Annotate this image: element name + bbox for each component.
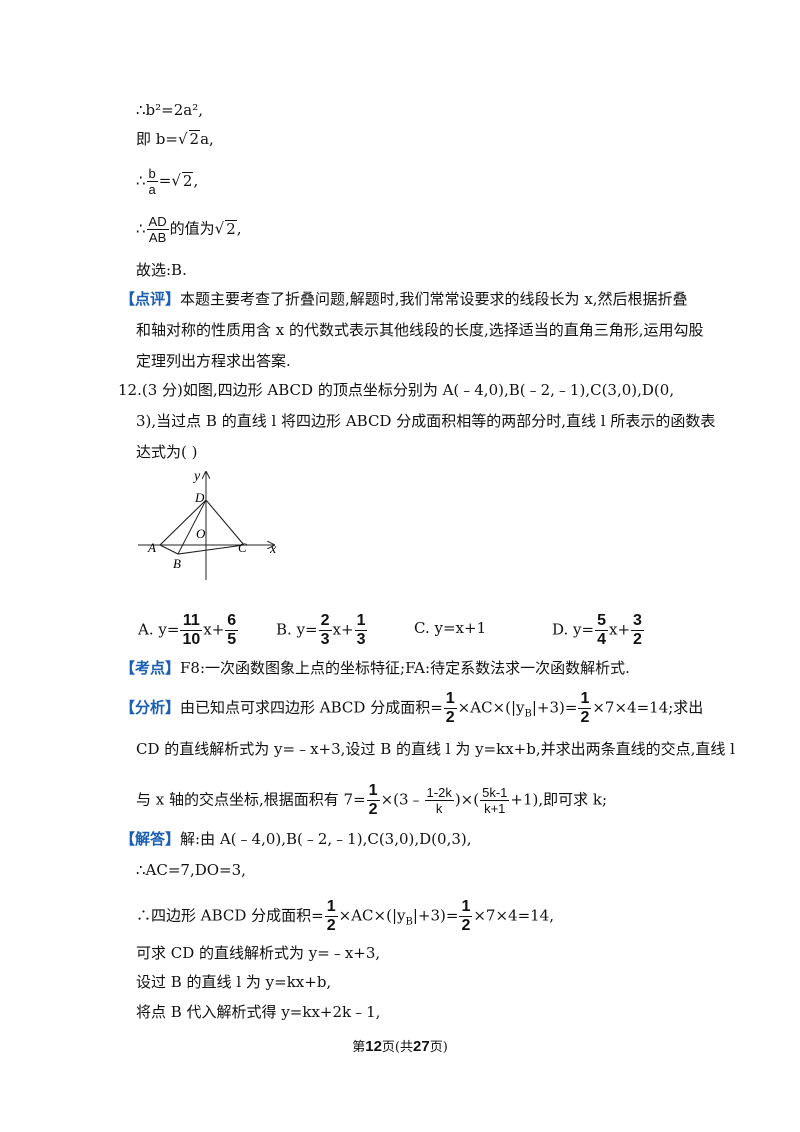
page-total: 27: [413, 1038, 430, 1055]
diagonal-bd: [177, 499, 207, 555]
derivation-line-1: ∴b²=2a²,: [136, 101, 203, 119]
question-line-1: 12.(3 分)如图,四边形 ABCD 的顶点坐标分别为 A(﹣4,0),B(﹣…: [118, 381, 675, 399]
label-b: B: [173, 556, 181, 571]
question-line-3: 达式为( ): [136, 443, 198, 461]
comment-line-2: 和轴对称的性质用含 x 的代数式表示其他线段的长度,选择适当的直角三角形,运用勾…: [136, 321, 704, 339]
label-a: A: [147, 540, 156, 555]
quadrilateral-figure: y x D O A B C: [138, 469, 277, 580]
comment-line-3: 定理列出方程求出答案.: [136, 352, 291, 370]
derivation-line-2: 即 b=√2a,: [136, 130, 214, 148]
page-footer: 第12页(共27页): [352, 1038, 448, 1055]
comment-line-1: 【点评】本题主要考查了折叠问题,解题时,我们常常设要求的线段长为 x,然后根据折…: [120, 290, 688, 308]
label-y: y: [192, 469, 201, 484]
fenxi-line-2: CD 的直线解析式为 y=﹣x+3,设过 B 的直线 l 为 y=kx+b,并求…: [136, 740, 735, 758]
page-number: 12: [365, 1038, 382, 1055]
option-c: C. y=x+1: [414, 619, 487, 637]
label-x: x: [269, 542, 277, 557]
label-o: O: [196, 526, 206, 541]
jieda-line-2: ∴AC=7,DO=3,: [136, 861, 246, 879]
label-c: C: [238, 540, 247, 555]
jieda-line-4: 可求 CD 的直线解析式为 y=﹣x+3,: [136, 944, 381, 962]
label-d: D: [194, 490, 205, 505]
answer-line: 故选:B.: [136, 261, 187, 279]
quadrilateral-abcd: [159, 499, 246, 555]
jieda-line-6: 将点 B 代入解析式得 y=kx+2k﹣1,: [136, 1003, 381, 1021]
kaodian-line: 【考点】F8:一次函数图象上点的坐标特征;FA:待定系数法求一次函数解析式.: [120, 659, 630, 677]
jieda-line-1: 【解答】解:由 A(﹣4,0),B(﹣2,﹣1),C(3,0),D(0,3),: [120, 830, 472, 848]
question-line-2: 3),当过点 B 的直线 l 将四边形 ABCD 分成面积相等的两部分时,直线 …: [136, 412, 716, 430]
jieda-line-5: 设过 B 的直线 l 为 y=kx+b,: [136, 973, 332, 991]
